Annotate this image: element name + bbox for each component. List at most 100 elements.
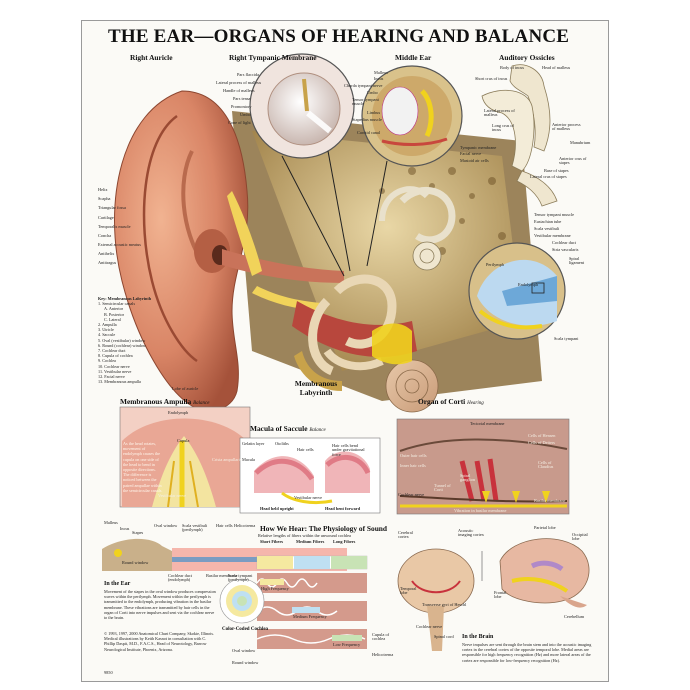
label-pars-flaccida: Pars flaccida <box>237 72 260 77</box>
label-vestibular-membrane: Vestibular membrane <box>534 233 571 238</box>
label-base-stapes: Base of stapes <box>544 168 569 173</box>
label-occipital: Occipital lobe <box>572 532 588 542</box>
label-cerebellum: Cerebellum <box>564 614 585 619</box>
label-vestibular-nerve-amp: Vestibular nerve <box>158 493 187 498</box>
section-ampulla: Membranous Ampulla Balance <box>120 397 210 406</box>
membranous-labyrinth-drawing <box>294 274 439 413</box>
label-wave-oval: Oval window <box>232 648 256 653</box>
label-cochlear-nerve-corti: Cochlear nerve <box>398 492 425 497</box>
section-in-the-ear: In the Ear <box>104 581 131 587</box>
label-hear-hair: Hair cells <box>216 523 233 528</box>
label-basilar: Basilar membrane <box>534 498 566 503</box>
label-hear-basilar: Basilar membrane <box>206 573 238 578</box>
section-membranous-labyrinth: Membranous Labyrinth <box>294 379 338 397</box>
label-medium-frequency: Medium Frequency <box>293 614 327 619</box>
label-frontal: Frontal lobe <box>494 590 507 600</box>
section-corti: Organ of Corti Hearing <box>418 397 484 406</box>
section-how-we-hear: How We Hear: The Physiology of Sound <box>260 524 388 533</box>
corti-title: Organ of Corti <box>418 397 466 406</box>
label-short-fibers: Short Fibers <box>260 539 284 544</box>
illustration <box>102 53 590 651</box>
labyrinth-key: Key: Membranous Labyrinth 1. Semicircula… <box>98 296 168 384</box>
label-helix: Helix <box>98 187 108 192</box>
label-hear-helicotrema: Helicotrema <box>234 523 256 528</box>
label-hair-cells: Hair cells <box>297 447 314 452</box>
label-long-crus: Long crus of incus <box>492 123 514 133</box>
ampulla-text: As the head rotates, movement of endolym… <box>123 441 163 493</box>
label-short-crus: Short crus of incus <box>475 76 508 81</box>
label-hear-scala-t: Scala tympani (perilymph) <box>228 573 253 583</box>
label-tectorial: Tectorial membrane <box>470 421 505 426</box>
key-item: 6. Round (cochlear) window <box>98 342 146 348</box>
label-anterior-process: Anterior process of malleus <box>552 122 581 132</box>
label-body-incus: Body of incus <box>500 65 525 70</box>
label-cochlear-nerve-brain: Cochlear nerve <box>416 624 443 629</box>
label-endolymph: Endolymph <box>518 282 539 287</box>
label-incus: Incus <box>374 76 384 81</box>
page-title: THE EAR—ORGANS OF HEARING AND BALANCE <box>108 26 570 47</box>
label-pars-tensa: Pars tensa <box>233 96 251 101</box>
label-facial-nerve: Facial nerve <box>460 151 482 156</box>
label-spiral-ligament: Spiral ligament <box>569 256 585 266</box>
key-item: A. Anterior <box>104 306 124 312</box>
section-tympanic: Right Tympanic Membrane <box>229 53 317 62</box>
saccule-title: Macula of Saccule <box>250 424 308 433</box>
label-scapha: Scapha <box>98 196 111 201</box>
label-low-frequency: Low Frequency <box>333 642 361 647</box>
label-hair-bend: Hair cells bend under gravitational forc… <box>332 443 365 457</box>
label-tympanic-membrane: Tympanic membrane <box>460 145 497 150</box>
label-carotid: Carotid canal <box>357 130 381 135</box>
ampulla-title: Membranous Ampulla <box>120 397 192 406</box>
poster: THE EAR—ORGANS OF HEARING AND BALANCE Ri… <box>81 20 609 682</box>
label-stapedius: Stapedius muscle <box>352 117 382 122</box>
label-otoliths: Otoliths <box>275 441 289 446</box>
label-triangular-fossa: Triangular fossa <box>98 205 126 210</box>
label-medium-fibers: Medium Fibers <box>296 539 325 544</box>
label-hear-stapes: Stapes <box>132 530 144 535</box>
saccule-note: Balance <box>309 428 326 433</box>
brain-text: Nerve impulses are sent through the brai… <box>462 642 592 663</box>
label-umbo-me: Umbo <box>367 90 378 95</box>
label-eustachian: Eustachian tube <box>534 219 562 224</box>
label-hensen: Cells of Hensen <box>528 433 556 438</box>
key-title: Key: Membranous Labyrinth <box>98 296 152 301</box>
label-endolymph-amp: Endolymph <box>168 410 189 415</box>
label-promontory: Promontory <box>231 104 252 109</box>
label-claudius: Cells of Claudius <box>538 460 554 470</box>
key-item: 12. Facial nerve <box>98 374 125 380</box>
label-temporal-coronal: Temporal lobe <box>400 586 417 596</box>
section-ossicles: Auditory Ossicles <box>499 53 555 62</box>
label-concha: Concha <box>98 233 112 238</box>
label-mastoid: Mastoid air cells <box>460 158 489 163</box>
label-high-frequency: High Frequency <box>261 586 289 591</box>
label-hear-oval: Oval window <box>154 523 178 528</box>
label-lateral-process: Lateral process of malleus <box>216 80 262 85</box>
label-deiters: Cells of Deiters <box>528 440 555 445</box>
label-perilymph: Perilymph <box>486 262 504 267</box>
label-head-forward: Head bent forward <box>325 506 361 511</box>
label-anterior-crus: Anterior crus of stapes <box>559 156 587 166</box>
label-scala-vestibuli: Scala vestibuli <box>534 226 560 231</box>
key-item: 8. Cupula of cochlea <box>98 353 133 359</box>
label-antitragus: Antitragus <box>98 260 117 265</box>
label-lobe: Lobe of auricle <box>172 386 199 391</box>
label-limbus: Limbus <box>367 110 381 115</box>
label-lat-process-malleus: Lateral process of malleus <box>484 108 515 118</box>
label-temporalis: Temporalis muscle <box>98 224 131 229</box>
label-malleus: Malleus <box>374 70 388 75</box>
label-cone-of-light: Cone of light <box>228 120 251 125</box>
label-chorda: Chorda tympani nerve <box>344 83 383 88</box>
key-item: 2. Ampulla <box>98 322 117 328</box>
key-item: 7. Cochlear duct <box>98 348 126 354</box>
key-item: 1. Semicircular canals <box>98 301 136 307</box>
label-head-malleus: Head of malleus <box>542 65 571 70</box>
key-item: 13. Membranous ampulla <box>98 379 141 385</box>
brain-lateral-drawing <box>499 538 590 608</box>
label-tunnel: Tunnel of Corti <box>434 483 451 493</box>
label-relative-lengths: Relative lengths of fibers within the un… <box>258 533 351 538</box>
label-hear-round: Round window <box>122 560 149 565</box>
label-acoustic-cortex: Acoustic imaging cortex <box>458 528 484 538</box>
label-inner-hair: Inner hair cells <box>400 463 426 468</box>
label-cerebral-cortex: Cerebral cortex <box>398 530 413 540</box>
corti-note: Hearing <box>467 401 484 406</box>
